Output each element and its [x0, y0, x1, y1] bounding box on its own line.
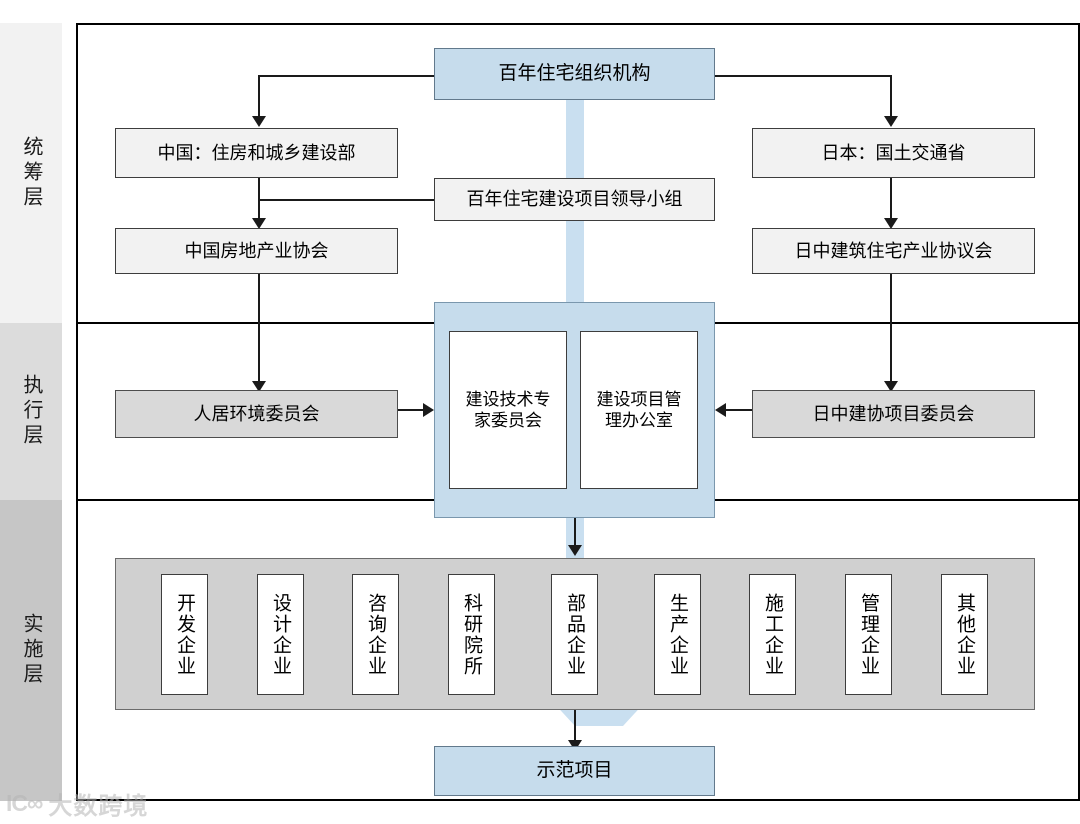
enterprise-chip-3-label: 咨询企业 — [365, 592, 386, 677]
node-japan-ministry[interactable]: 日本：国土交通省 — [752, 128, 1035, 178]
execution-centre-container: 建设技术专家委员会 建设项目管理办公室 — [434, 302, 715, 518]
node-japan-china-committee[interactable]: 日中建协项目委员会 — [752, 390, 1035, 438]
node-project-management-office[interactable]: 建设项目管理办公室 — [580, 331, 698, 489]
arrowhead-to-jp-committee — [884, 381, 898, 392]
enterprise-chip-5-label: 部品企业 — [564, 592, 585, 677]
connector-cn-ministry-to-association — [258, 177, 260, 220]
enterprise-chip-7-label: 施工企业 — [762, 592, 783, 677]
arrowhead-to-jp-association — [884, 218, 898, 229]
arrowhead-to-cn-ministry — [252, 116, 266, 127]
node-habitat-committee[interactable]: 人居环境委员会 — [115, 390, 398, 438]
connector-root-right-horizontal — [715, 75, 892, 77]
enterprise-chip-5[interactable]: 部品企业 — [551, 574, 598, 695]
enterprise-chip-8-label: 管理企业 — [858, 592, 879, 677]
arrowhead-to-demo-project — [568, 740, 582, 751]
enterprise-chip-2-label: 设计企业 — [270, 592, 291, 677]
connector-root-left-horizontal — [258, 75, 434, 77]
node-demo-project[interactable]: 示范项目 — [434, 746, 715, 796]
enterprise-chip-4-label: 科研院所 — [461, 592, 482, 677]
connector-root-right-vertical — [890, 75, 892, 118]
arrowhead-to-jp-ministry — [884, 116, 898, 127]
node-demo-project-label: 示范项目 — [536, 760, 613, 782]
layer-band-execution: 执行层 — [0, 323, 62, 500]
arrowhead-centre-from-right — [715, 403, 726, 417]
enterprise-chip-6-label: 生产企业 — [667, 592, 688, 677]
connector-root-left-vertical — [258, 75, 260, 118]
enterprise-chip-2[interactable]: 设计企业 — [257, 574, 304, 695]
enterprise-chip-3[interactable]: 咨询企业 — [352, 574, 399, 695]
node-japan-association[interactable]: 日中建筑住宅产业协议会 — [752, 228, 1035, 274]
arrowhead-centre-from-left — [423, 403, 434, 417]
implementation-enterprise-band: 开发企业 设计企业 咨询企业 科研院所 部品企业 生产企业 施工企业 管理企业 … — [115, 558, 1035, 710]
enterprise-chip-7[interactable]: 施工企业 — [749, 574, 796, 695]
layer-band-coordination: 统筹层 — [0, 23, 62, 323]
watermark: IC∞ 大数跨境 — [6, 786, 148, 821]
layer-label-execution: 执行层 — [20, 374, 42, 449]
frame-right-border — [1078, 23, 1080, 801]
watermark-text: 大数跨境 — [48, 793, 149, 820]
node-china-ministry-label: 中国：住房和城乡建设部 — [157, 142, 356, 163]
node-japan-ministry-label: 日本：国土交通省 — [821, 142, 966, 163]
node-leader-group-label: 百年住宅建设项目领导小组 — [466, 189, 683, 210]
node-japan-china-committee-label: 日中建协项目委员会 — [812, 403, 975, 424]
node-tech-expert-committee-label: 建设技术专家委员会 — [465, 389, 551, 430]
node-japan-association-label: 日中建筑住宅产业协议会 — [794, 240, 993, 261]
connector-centre-to-band — [574, 518, 576, 548]
connector-jp-association-to-committee — [890, 273, 892, 383]
frame-bottom-border — [76, 799, 1080, 801]
node-root-organization[interactable]: 百年住宅组织机构 — [434, 48, 715, 100]
node-leader-group[interactable]: 百年住宅建设项目领导小组 — [434, 178, 715, 221]
frame-left-border — [76, 23, 78, 801]
enterprise-chip-6[interactable]: 生产企业 — [654, 574, 701, 695]
node-tech-expert-committee[interactable]: 建设技术专家委员会 — [449, 331, 567, 489]
enterprise-chip-1-label: 开发企业 — [174, 592, 195, 677]
connector-cn-association-to-committee — [258, 273, 260, 383]
arrowhead-to-implementation-band — [568, 545, 582, 556]
node-habitat-committee-label: 人居环境委员会 — [193, 403, 320, 424]
enterprise-chip-1[interactable]: 开发企业 — [161, 574, 208, 695]
frame-top-border — [76, 23, 1080, 25]
node-china-ministry[interactable]: 中国：住房和城乡建设部 — [115, 128, 398, 178]
node-project-management-office-label: 建设项目管理办公室 — [596, 389, 682, 430]
arrowhead-to-cn-committee — [252, 381, 266, 392]
watermark-logo-icon: IC∞ — [6, 790, 43, 816]
node-root-label: 百年住宅组织机构 — [498, 63, 651, 85]
layer-band-implementation: 实施层 — [0, 500, 62, 801]
connector-jp-ministry-to-association — [890, 177, 892, 220]
node-china-association[interactable]: 中国房地产业协会 — [115, 228, 398, 274]
enterprise-chip-9-label: 其他企业 — [954, 592, 975, 677]
enterprise-chip-8[interactable]: 管理企业 — [845, 574, 892, 695]
node-china-association-label: 中国房地产业协会 — [184, 240, 329, 261]
arrowhead-to-cn-association — [252, 218, 266, 229]
connector-cn-committee-to-centre — [397, 409, 425, 411]
layer-label-implementation: 实施层 — [20, 613, 42, 688]
connector-jp-committee-to-centre — [726, 409, 754, 411]
enterprise-chip-9[interactable]: 其他企业 — [941, 574, 988, 695]
connector-leader-group-horizontal — [258, 199, 434, 201]
connector-band-to-demo-project — [574, 710, 576, 744]
layer-label-coordination: 统筹层 — [20, 135, 42, 211]
enterprise-chip-4[interactable]: 科研院所 — [448, 574, 495, 695]
